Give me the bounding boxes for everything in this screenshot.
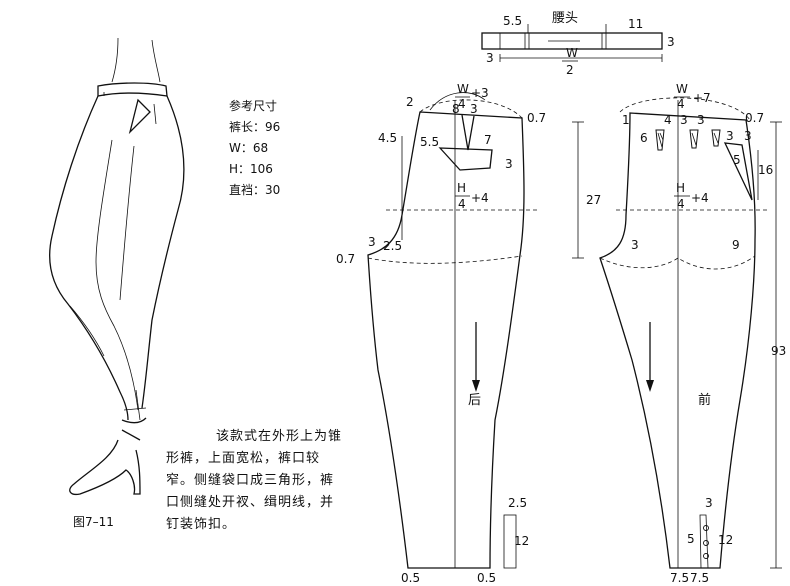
front-waist-num: W bbox=[676, 82, 688, 96]
garment-illustration bbox=[49, 37, 185, 496]
front-d-4: 4 bbox=[664, 113, 672, 127]
back-hip-den: 4 bbox=[458, 197, 466, 211]
front-waist-den: 4 bbox=[677, 97, 685, 111]
back-d-05a: 0.5 bbox=[401, 571, 420, 585]
reference-row: W：68 bbox=[229, 141, 269, 155]
waistband-dim-left: 5.5 bbox=[503, 14, 522, 28]
front-waist-add: +7 bbox=[693, 91, 711, 105]
reference-row: 直裆：30 bbox=[229, 183, 281, 197]
reference-title: 参考尺寸 bbox=[229, 99, 278, 113]
back-d-07: 0.7 bbox=[527, 111, 546, 125]
front-hip-den: 4 bbox=[677, 197, 685, 211]
back-hip-add: +4 bbox=[471, 191, 489, 205]
back-d-7: 7 bbox=[484, 133, 492, 147]
description-line: 口侧缝处开衩、缉明线，并 bbox=[166, 495, 335, 510]
front-d-6: 6 bbox=[640, 131, 648, 145]
front-d-3c: 3 bbox=[726, 129, 734, 143]
back-d-8: 8 bbox=[452, 102, 460, 116]
back-d-07b: 0.7 bbox=[336, 252, 355, 266]
back-waist-add: +3 bbox=[471, 86, 489, 100]
back-d-2: 2 bbox=[406, 95, 414, 109]
front-panel: W 4 +7 1 6 4 3 3 0.7 3 3 5 16 H 4 +4 3 9… bbox=[599, 82, 786, 585]
style-description: 该款式在外形上为锥 形裤，上面宽松，裤口较 窄。侧缝袋口成三角形，裤 口侧缝处开… bbox=[166, 426, 376, 536]
back-d-45: 4.5 bbox=[378, 131, 397, 145]
waistband-dim-right: 11 bbox=[628, 17, 643, 31]
front-d-07: 0.7 bbox=[745, 111, 764, 125]
back-panel: W 4 +3 2 4.5 0.7 8 3 7 5.5 3 H 4 +4 27 0… bbox=[336, 82, 601, 585]
reference-row: H：106 bbox=[229, 162, 273, 176]
front-hip-num: H bbox=[676, 181, 685, 195]
back-d-12: 12 bbox=[514, 534, 529, 548]
back-waist-den: 4 bbox=[458, 97, 466, 111]
back-d-25b: 2.5 bbox=[508, 496, 527, 510]
back-hip-num: H bbox=[457, 181, 466, 195]
front-d-3f: 3 bbox=[705, 496, 713, 510]
figure-label: 图7–11 bbox=[73, 515, 114, 529]
description-line: 钉装饰扣。 bbox=[166, 517, 237, 532]
description-line: 该款式在外形上为锥 bbox=[216, 429, 343, 444]
back-d-3b: 3 bbox=[505, 157, 513, 171]
waistband-dim-height: 3 bbox=[667, 35, 675, 49]
back-label: 后 bbox=[468, 393, 481, 408]
description-line: 形裤，上面宽松，裤口较 bbox=[166, 451, 321, 466]
front-d-5: 5 bbox=[733, 153, 741, 167]
front-d-3d: 3 bbox=[744, 129, 752, 143]
waistband-formula-den: 2 bbox=[566, 63, 574, 77]
back-d-55: 5.5 bbox=[420, 135, 439, 149]
front-d-75a: 7.5 bbox=[670, 571, 689, 585]
back-d-27: 27 bbox=[586, 193, 601, 207]
front-d-75b: 7.5 bbox=[690, 571, 709, 585]
front-d-12: 12 bbox=[718, 533, 733, 547]
reference-sizes: 参考尺寸 裤长：96 W：68 H：106 直裆：30 bbox=[229, 96, 280, 201]
front-hip-add: +4 bbox=[691, 191, 709, 205]
front-d-3b: 3 bbox=[697, 113, 705, 127]
back-d-25: 2.5 bbox=[383, 239, 402, 253]
front-d-3a: 3 bbox=[680, 113, 688, 127]
front-d-3e: 3 bbox=[631, 238, 639, 252]
front-d-16: 16 bbox=[758, 163, 773, 177]
waistband-formula-num: W bbox=[566, 46, 578, 60]
description-line: 窄。侧缝袋口成三角形，裤 bbox=[166, 473, 335, 488]
front-d-5b: 5 bbox=[687, 532, 695, 546]
back-d-3c: 3 bbox=[368, 235, 376, 249]
front-d-93: 93 bbox=[771, 344, 786, 358]
waistband-pattern: 腰头 5.5 11 3 3 W 2 bbox=[481, 11, 675, 77]
waistband-dim-end: 3 bbox=[486, 51, 494, 65]
back-waist-num: W bbox=[457, 82, 469, 96]
front-d-1: 1 bbox=[622, 113, 630, 127]
front-label: 前 bbox=[698, 392, 711, 408]
back-d-05b: 0.5 bbox=[477, 571, 496, 585]
front-d-9: 9 bbox=[732, 238, 740, 252]
waistband-title: 腰头 bbox=[552, 11, 578, 26]
back-d-3a: 3 bbox=[470, 102, 478, 116]
reference-row: 裤长：96 bbox=[229, 120, 281, 134]
